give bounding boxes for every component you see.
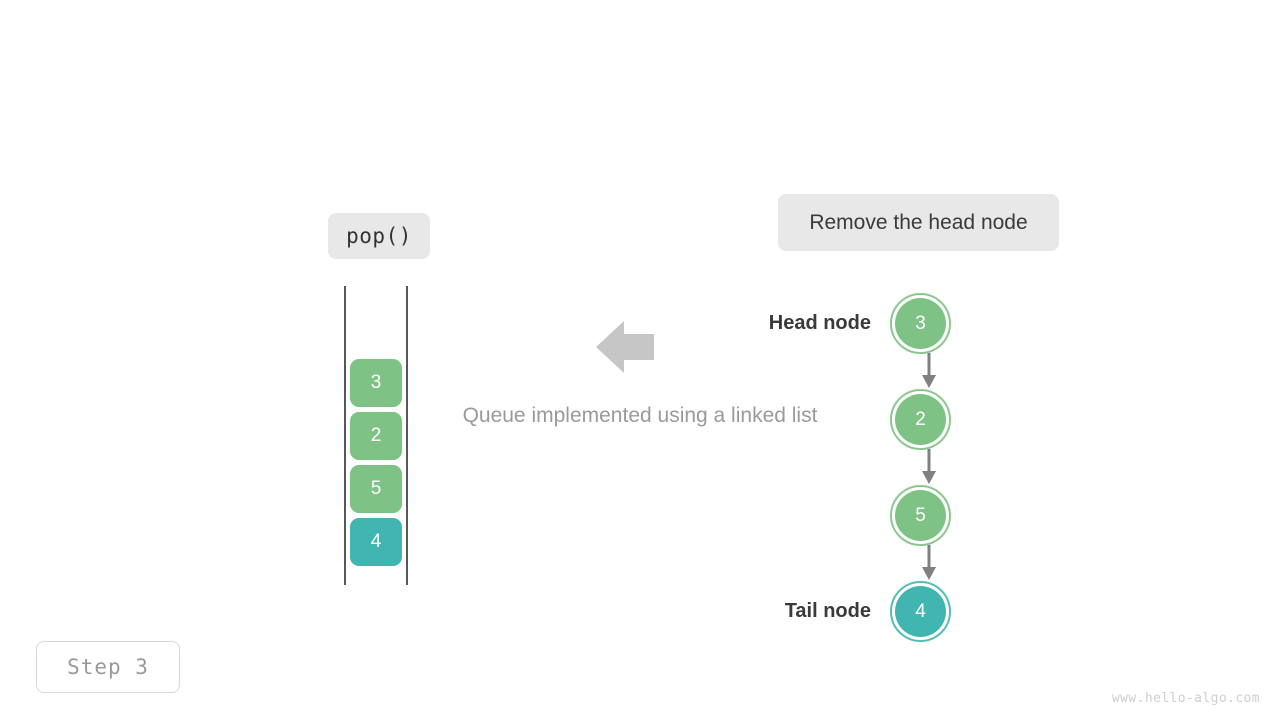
queue-cell-list: 3 2 5 4: [350, 359, 402, 566]
node-value: 5: [915, 504, 926, 526]
queue-rail-right: [406, 286, 408, 585]
queue-cell-value: 2: [370, 425, 382, 446]
linked-list-node-3: 3: [890, 292, 951, 354]
step-badge: Step 3: [36, 641, 180, 693]
queue-cell: 3: [350, 359, 402, 407]
node-core: [895, 585, 946, 637]
linked-list-diagram: Head node 3 2 5: [740, 286, 1000, 646]
node-value: 2: [915, 408, 926, 430]
operation-label-text: pop(): [346, 224, 412, 248]
node-ring: [890, 292, 951, 354]
linked-list-row: Head node 3: [740, 292, 1000, 354]
description-label-text: Remove the head node: [809, 210, 1028, 234]
node-value: 4: [915, 600, 926, 622]
node-connector-arrow-icon: [918, 449, 940, 485]
linked-list-row: Tail node 4: [740, 580, 1000, 642]
queue-cell: 2: [350, 412, 402, 460]
linked-list-row: 5: [740, 484, 1000, 546]
description-label: Remove the head node: [778, 194, 1059, 251]
queue-rail-left: [344, 286, 346, 585]
queue-cell: 4: [350, 518, 402, 566]
node-value: 3: [915, 312, 926, 334]
linked-list-row: 2: [740, 388, 1000, 450]
node-core: [895, 297, 946, 349]
step-badge-text: Step 3: [67, 655, 149, 679]
node-ring: [890, 484, 951, 546]
queue-container: 3 2 5 4: [344, 286, 408, 585]
queue-cell-value: 5: [370, 478, 382, 499]
node-connector-arrow-icon: [918, 353, 940, 389]
queue-cell: 5: [350, 465, 402, 513]
node-connector-arrow-icon: [918, 545, 940, 581]
left-arrow-icon: [596, 320, 654, 374]
node-core: [895, 489, 946, 541]
node-ring: [890, 580, 951, 642]
queue-cell-value: 4: [370, 531, 382, 552]
linked-list-node-5: 5: [890, 484, 951, 546]
linked-list-node-2: 2: [890, 388, 951, 450]
queue-cell-value: 3: [370, 372, 382, 393]
watermark: www.hello-algo.com: [1111, 691, 1260, 706]
node-core: [895, 393, 946, 445]
tail-node-label: Tail node: [784, 599, 871, 622]
node-ring: [890, 388, 951, 450]
head-node-label: Head node: [768, 311, 871, 334]
operation-label: pop(): [328, 213, 430, 259]
linked-list-node-4: 4: [890, 580, 951, 642]
caption-text: Queue implemented using a linked list: [462, 404, 818, 427]
